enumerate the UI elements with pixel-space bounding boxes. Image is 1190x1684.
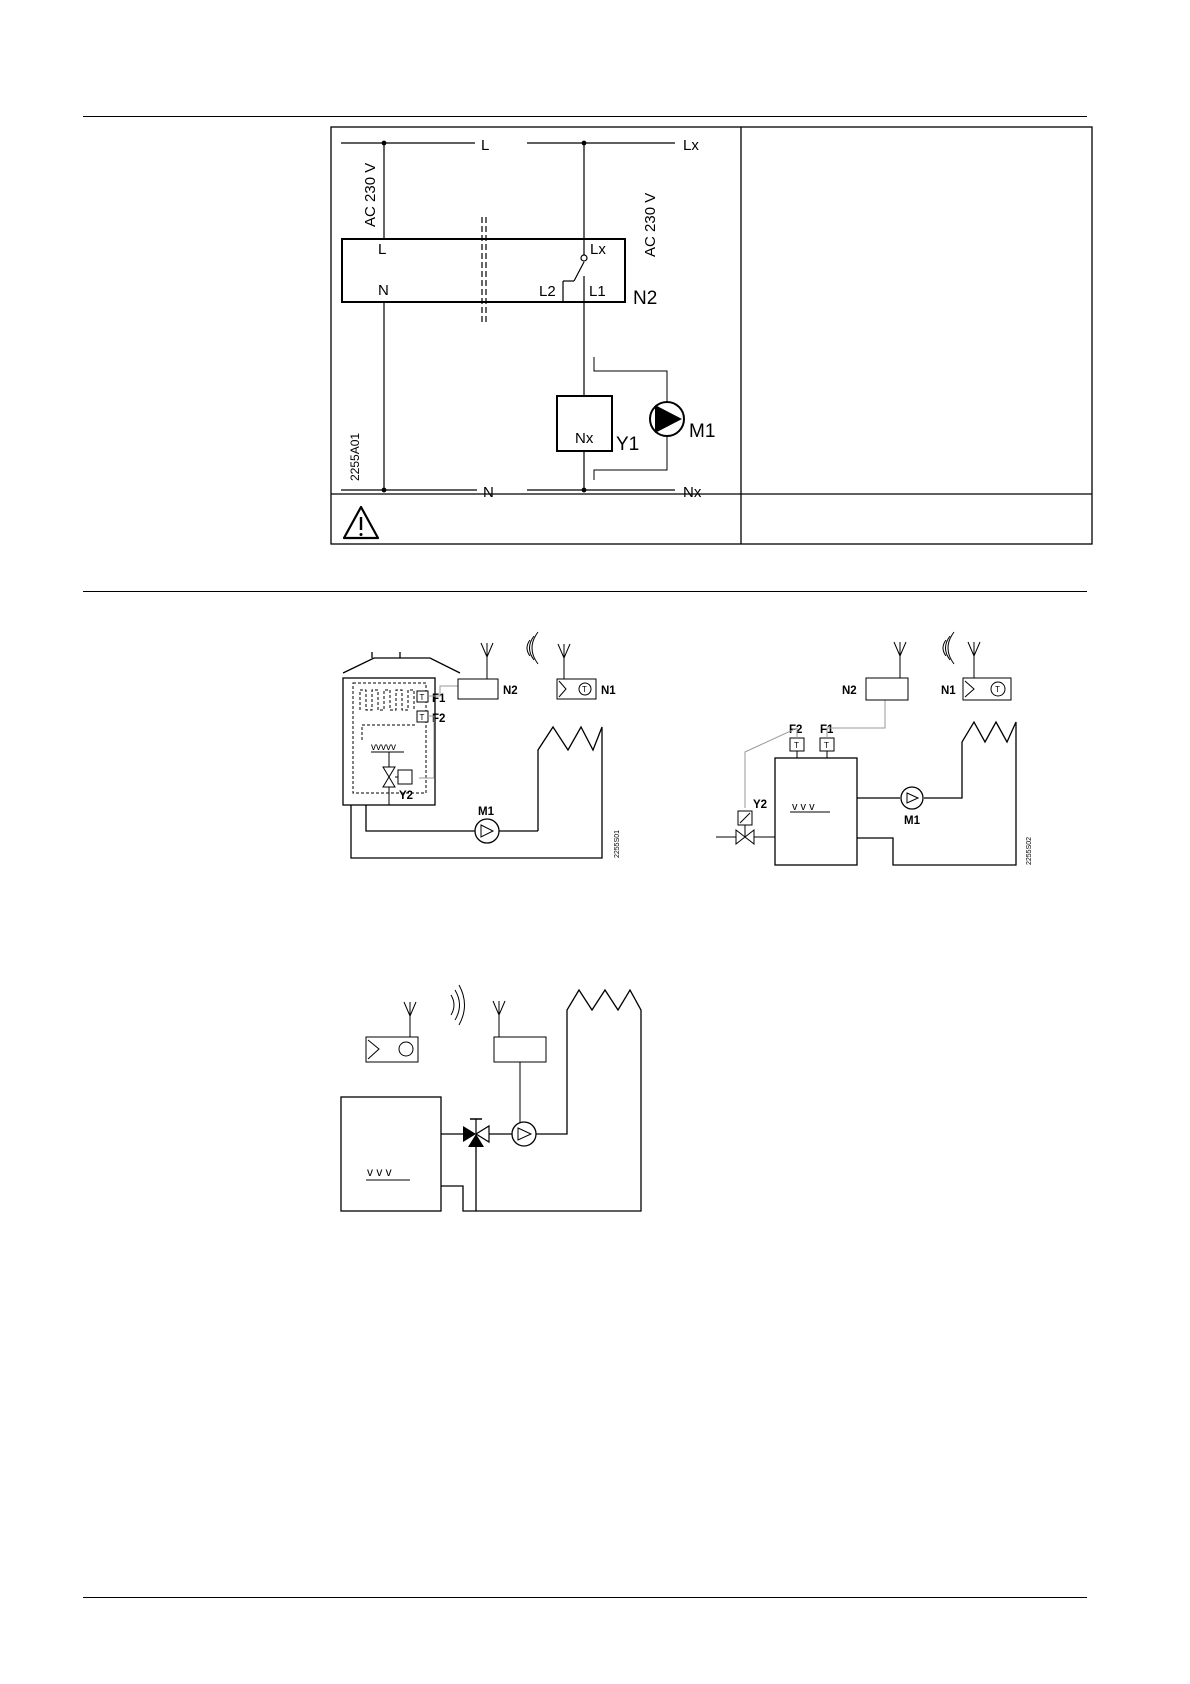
radio-waves-icon: [527, 632, 538, 664]
pump-m1-symbol: [650, 402, 684, 436]
receiver: [494, 1037, 546, 1062]
antenna-icon: [894, 642, 906, 678]
application-diagram-2: T T F2 F1 v v v Y2 M1 N2: [700, 620, 1070, 885]
pump-m1: [475, 819, 499, 843]
label-terminal-n: N: [378, 282, 389, 299]
thermostat-n1-t: T: [582, 685, 587, 694]
receiver-n2: [866, 678, 908, 700]
label-y2: Y2: [753, 799, 767, 811]
label-y2: Y2: [399, 790, 413, 802]
warning-icon: [344, 507, 378, 538]
label-line-lx: Lx: [683, 137, 699, 154]
water-level-mark: v v v: [792, 801, 815, 813]
wiring-diagram: L Lx AC 230 V AC 230 V L N Lx L2 L1 N2 N…: [0, 0, 1190, 560]
sensor-f1: T: [417, 691, 428, 702]
application-diagram-3: v v v: [330, 975, 670, 1220]
label-f2: F2: [789, 724, 802, 736]
label-terminal-l2: L2: [539, 283, 556, 300]
wiring-frame: [331, 127, 1092, 544]
valve-y2: [716, 811, 775, 844]
label-terminal-l: L: [378, 241, 386, 258]
antenna-icon: [493, 1001, 505, 1037]
water-level-mark: v v v: [367, 1165, 392, 1179]
svg-text:T: T: [794, 741, 799, 750]
radio-waves-icon: [943, 632, 954, 664]
label-code-2: 2255S02: [1026, 837, 1033, 865]
label-drawing-code: 2255A01: [348, 433, 362, 481]
label-supply-left: AC 230 V: [362, 163, 379, 227]
label-terminal-lx: Lx: [590, 241, 606, 258]
label-device-n2: N2: [633, 288, 657, 309]
thermostat: [366, 1002, 418, 1062]
water-level-mark: vvvvv: [371, 742, 396, 753]
svg-text:T: T: [420, 713, 425, 722]
sensor-f2: T: [417, 711, 428, 722]
pump-m1: [901, 787, 923, 809]
n2-separator: [482, 217, 486, 324]
application-diagram-1: T T F1 F2 vvvvv Y2 M1 N2: [320, 620, 660, 885]
label-n2: N2: [842, 685, 857, 697]
label-terminal-l1: L1: [589, 283, 606, 300]
label-line-n: N: [483, 484, 494, 501]
pump: [512, 1122, 536, 1146]
bottom-rule: [83, 1597, 1087, 1598]
three-way-valve: [463, 1119, 489, 1147]
label-code-1: 2255S01: [614, 830, 621, 858]
boiler: [341, 1097, 441, 1211]
label-m1: M1: [478, 806, 495, 818]
label-valve-nx: Nx: [575, 430, 594, 447]
label-n2: N2: [503, 685, 518, 697]
label-m1: M1: [904, 815, 921, 827]
middle-rule: [83, 591, 1087, 592]
thermostat-n1: [963, 642, 1011, 700]
svg-text:T: T: [420, 693, 425, 702]
thermostat-n1-t: T: [995, 685, 1000, 694]
label-supply-right: AC 230 V: [642, 193, 659, 257]
label-line-nx: Nx: [683, 484, 702, 501]
label-line-l: L: [481, 137, 489, 154]
label-pump-m1: M1: [689, 421, 715, 442]
radio-waves-icon: [451, 985, 465, 1025]
label-n1: N1: [601, 685, 616, 697]
label-f1: F1: [432, 693, 446, 705]
antenna-icon: [481, 643, 493, 679]
label-valve-y1: Y1: [616, 434, 639, 455]
junction-dots: [382, 141, 587, 493]
label-n1: N1: [941, 685, 956, 697]
svg-text:T: T: [824, 741, 829, 750]
thermostat-n1: [557, 644, 596, 699]
receiver-n2: [458, 679, 498, 699]
